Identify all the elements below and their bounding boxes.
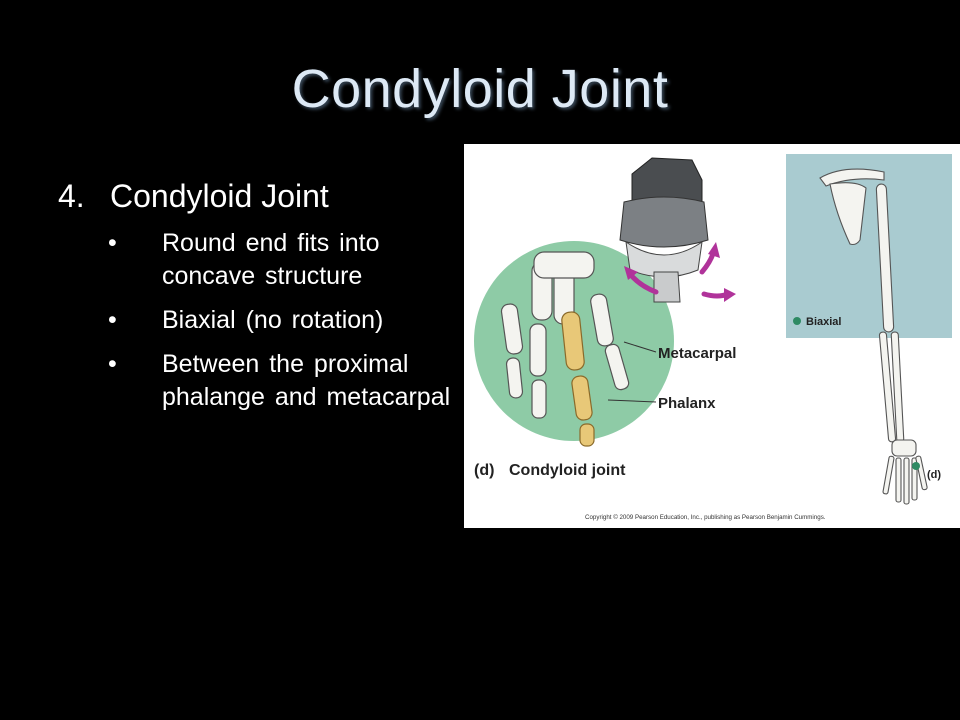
biaxial-legend-dot xyxy=(793,317,801,325)
anatomy-figure: Metacarpal Phalanx (d) Condyloid joint B… xyxy=(464,144,960,528)
hand-illustration xyxy=(474,241,674,447)
bullet-dot-icon: • xyxy=(108,306,117,334)
phalanx-leader-line xyxy=(607,399,657,403)
biaxial-label: Biaxial xyxy=(806,316,841,328)
heading-text: Condyloid Joint xyxy=(110,178,329,214)
list-heading: 4. Condyloid Joint xyxy=(58,178,458,215)
bullet-dot-icon: • xyxy=(108,229,117,257)
bullet-text: Between the proximal phalange and metaca… xyxy=(162,350,451,411)
slide-title: Condyloid Joint xyxy=(291,59,669,119)
copyright-text: Copyright © 2009 Pearson Education, Inc.… xyxy=(585,514,826,521)
arrow-right-icon xyxy=(724,288,736,302)
bullet-item: • Between the proximal phalange and metac… xyxy=(58,348,458,414)
bullet-item: • Biaxial (no rotation) xyxy=(58,304,458,337)
arrow-left-icon xyxy=(624,266,638,280)
highlighted-finger xyxy=(561,311,595,447)
heading-number: 4. xyxy=(58,178,85,214)
joint-model-illustration xyxy=(619,157,709,303)
bullet-text: Biaxial (no rotation) xyxy=(162,306,384,334)
bullet-list: • Round end fits into concave structure •… xyxy=(58,227,458,414)
skeleton-panel-bg xyxy=(786,154,952,338)
metacarpal-label: Metacarpal xyxy=(658,345,736,362)
caption-text: Condyloid joint xyxy=(509,462,626,479)
arrow-up-icon xyxy=(708,242,720,258)
slide-content: 4. Condyloid Joint • Round end fits into c… xyxy=(58,178,458,425)
bullet-text: Round end fits into concave structure xyxy=(162,229,380,290)
figure-svg: Metacarpal Phalanx (d) Condyloid joint B… xyxy=(474,154,952,521)
arm-skeleton-illustration xyxy=(819,168,928,505)
joint-marker-label: (d) xyxy=(927,469,941,481)
caption-letter: (d) xyxy=(474,462,494,479)
bullet-dot-icon: • xyxy=(108,350,117,378)
metacarpal-leader-line xyxy=(623,341,657,353)
bullet-item: • Round end fits into concave structure xyxy=(58,227,458,293)
joint-marker-dot xyxy=(912,462,920,470)
phalanx-label: Phalanx xyxy=(658,395,716,412)
